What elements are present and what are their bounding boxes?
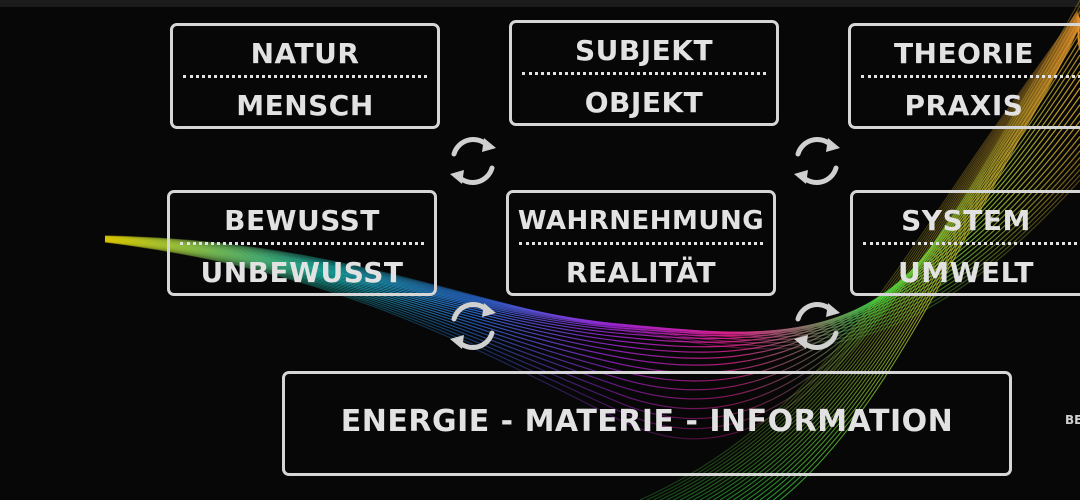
pair-bottom-label: UNBEWUSST [200, 256, 404, 289]
pair-box-subjekt-objekt: SUBJEKT OBJEKT [509, 20, 779, 126]
pair-bottom-label: REALITÄT [565, 256, 717, 289]
wave-line [104, 79, 1080, 348]
dotted-separator [861, 75, 1080, 78]
cycle-arrows-icon [450, 302, 496, 350]
wave-line [772, 21, 1080, 500]
pair-box-theorie-praxis: THEORIE PRAXIS [848, 23, 1080, 129]
pair-box-natur-mensch: NATUR MENSCH [170, 23, 440, 129]
dotted-separator [183, 75, 427, 78]
wave-line [104, 112, 1080, 335]
cycle-arrows-icon [450, 137, 496, 185]
cycle-arrows-icon [794, 302, 840, 350]
wave-line [779, 23, 1080, 500]
dotted-separator [863, 242, 1080, 245]
energie-materie-information-box: ENERGIE - MATERIE - INFORMATION [282, 371, 1012, 476]
pair-top-label: THEORIE [893, 37, 1035, 70]
banner-label: ENERGIE - MATERIE - INFORMATION [340, 404, 954, 439]
pair-box-wahrnehmung-realitaet: WAHRNEHMUNG REALITÄT [506, 190, 776, 296]
wave-lines [104, 0, 1080, 500]
pair-top-label: SUBJEKT [574, 34, 714, 67]
pair-box-system-umwelt: SYSTEM UMWELT [850, 190, 1080, 296]
wave-line [766, 20, 1080, 500]
pair-top-label: NATUR [250, 37, 360, 70]
top-bar [0, 0, 1080, 7]
wave-line [104, 104, 1080, 337]
corner-text: BE [1065, 413, 1080, 427]
dotted-separator [180, 242, 424, 245]
pair-top-label: SYSTEM [901, 204, 1031, 237]
wave-line [759, 19, 1080, 500]
dotted-separator [522, 72, 766, 75]
wave-line [104, 46, 1080, 374]
pair-bottom-label: PRAXIS [904, 89, 1024, 122]
pair-bottom-label: MENSCH [236, 89, 374, 122]
pair-top-label: WAHRNEHMUNG [517, 206, 765, 236]
pair-box-bewusst-unbewusst: BEWUSST UNBEWUSST [167, 190, 437, 296]
wave-line [752, 18, 1080, 500]
pair-bottom-label: OBJEKT [584, 86, 704, 119]
pair-top-label: BEWUSST [224, 204, 380, 237]
cycle-arrows-icon [794, 137, 840, 185]
wave-line [104, 62, 1080, 359]
dotted-separator [519, 242, 763, 245]
wave-line [104, 87, 1080, 343]
pair-bottom-label: UMWELT [898, 256, 1034, 289]
wave-line [104, 169, 1080, 344]
